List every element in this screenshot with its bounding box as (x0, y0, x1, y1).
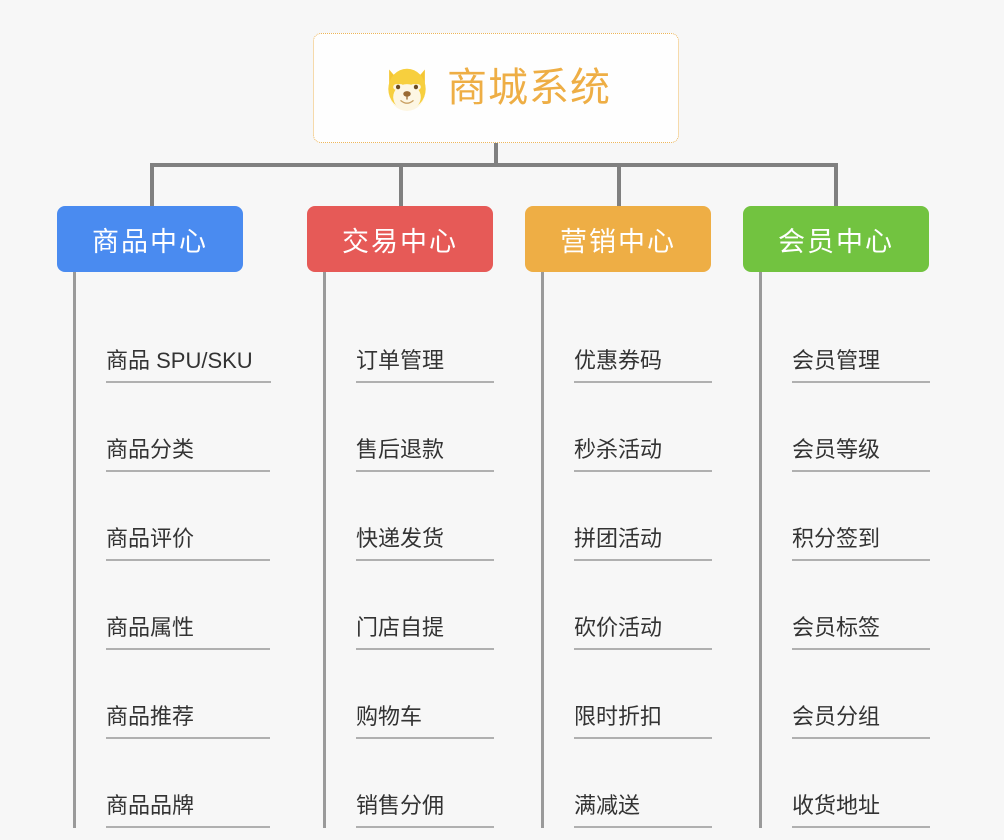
list-item[interactable]: 限时折扣 (544, 650, 725, 739)
list-item[interactable]: 满减送 (544, 739, 725, 828)
leaf-list-product-center: 商品 SPU/SKU 商品分类 商品评价 商品属性 商品推荐 商品品牌 (73, 272, 287, 828)
list-item[interactable]: 门店自提 (326, 561, 507, 650)
leaf-list-marketing-center: 优惠券码 秒杀活动 拼团活动 砍价活动 限时折扣 满减送 (541, 272, 725, 828)
list-item[interactable]: 会员分组 (762, 650, 943, 739)
list-item[interactable]: 商品评价 (76, 472, 287, 561)
leaf-label: 秒杀活动 (574, 437, 712, 472)
list-item[interactable]: 秒杀活动 (544, 383, 725, 472)
branch-trade-center: 交易中心 订单管理 售后退款 快递发货 门店自提 购物车 销售分佣 (307, 206, 507, 828)
list-item[interactable]: 售后退款 (326, 383, 507, 472)
connector-drop-member-center (834, 163, 838, 206)
dog-face-icon (381, 63, 433, 115)
leaf-label: 收货地址 (792, 793, 930, 828)
leaf-label: 会员管理 (792, 348, 930, 383)
category-label: 商品中心 (92, 226, 208, 257)
list-item[interactable]: 订单管理 (326, 294, 507, 383)
leaf-label: 商品属性 (106, 615, 270, 650)
list-item[interactable]: 商品属性 (76, 561, 287, 650)
list-item[interactable]: 会员等级 (762, 383, 943, 472)
leaf-list-member-center: 会员管理 会员等级 积分签到 会员标签 会员分组 收货地址 (759, 272, 943, 828)
leaf-label: 砍价活动 (574, 615, 712, 650)
category-header-trade-center[interactable]: 交易中心 (307, 206, 493, 272)
connector-drop-trade-center (399, 163, 403, 206)
connector-root-stem (494, 143, 498, 166)
list-item[interactable]: 商品分类 (76, 383, 287, 472)
leaf-label: 会员标签 (792, 615, 930, 650)
category-label: 营销中心 (560, 226, 676, 257)
leaf-label: 积分签到 (792, 526, 930, 561)
category-header-product-center[interactable]: 商品中心 (57, 206, 243, 272)
leaf-label: 门店自提 (356, 615, 494, 650)
list-item[interactable]: 砍价活动 (544, 561, 725, 650)
list-item[interactable]: 会员管理 (762, 294, 943, 383)
leaf-label: 商品分类 (106, 437, 270, 472)
leaf-list-trade-center: 订单管理 售后退款 快递发货 门店自提 购物车 销售分佣 (323, 272, 507, 828)
root-node[interactable]: 商城系统 (313, 33, 679, 143)
leaf-label: 商品推荐 (106, 704, 270, 739)
list-item[interactable]: 购物车 (326, 650, 507, 739)
leaf-label: 售后退款 (356, 437, 494, 472)
branch-member-center: 会员中心 会员管理 会员等级 积分签到 会员标签 会员分组 收货地址 (743, 206, 943, 828)
list-item[interactable]: 商品 SPU/SKU (76, 294, 287, 383)
connector-drop-marketing-center (617, 163, 621, 206)
branch-product-center: 商品中心 商品 SPU/SKU 商品分类 商品评价 商品属性 商品推荐 商品品牌 (57, 206, 287, 828)
root-title: 商城系统 (447, 66, 611, 110)
leaf-label: 优惠券码 (574, 348, 712, 383)
category-header-marketing-center[interactable]: 营销中心 (525, 206, 711, 272)
connector-horizontal-bus (150, 163, 838, 167)
leaf-label: 限时折扣 (574, 704, 712, 739)
list-item[interactable]: 拼团活动 (544, 472, 725, 561)
leaf-label: 拼团活动 (574, 526, 712, 561)
leaf-label: 商品品牌 (106, 793, 270, 828)
leaf-label: 商品评价 (106, 526, 270, 561)
list-item[interactable]: 销售分佣 (326, 739, 507, 828)
leaf-label: 满减送 (574, 793, 712, 828)
leaf-label: 订单管理 (356, 348, 494, 383)
branch-marketing-center: 营销中心 优惠券码 秒杀活动 拼团活动 砍价活动 限时折扣 满减送 (525, 206, 725, 828)
list-item[interactable]: 积分签到 (762, 472, 943, 561)
list-item[interactable]: 收货地址 (762, 739, 943, 828)
list-item[interactable]: 会员标签 (762, 561, 943, 650)
list-item[interactable]: 优惠券码 (544, 294, 725, 383)
leaf-label: 商品 SPU/SKU (106, 348, 271, 383)
category-label: 交易中心 (342, 226, 458, 257)
category-header-member-center[interactable]: 会员中心 (743, 206, 929, 272)
connector-drop-product-center (150, 163, 154, 206)
leaf-label: 购物车 (356, 704, 494, 739)
leaf-label: 会员分组 (792, 704, 930, 739)
leaf-label: 销售分佣 (356, 793, 494, 828)
list-item[interactable]: 商品品牌 (76, 739, 287, 828)
list-item[interactable]: 快递发货 (326, 472, 507, 561)
list-item[interactable]: 商品推荐 (76, 650, 287, 739)
leaf-label: 快递发货 (356, 526, 494, 561)
leaf-label: 会员等级 (792, 437, 930, 472)
category-label: 会员中心 (778, 226, 894, 257)
